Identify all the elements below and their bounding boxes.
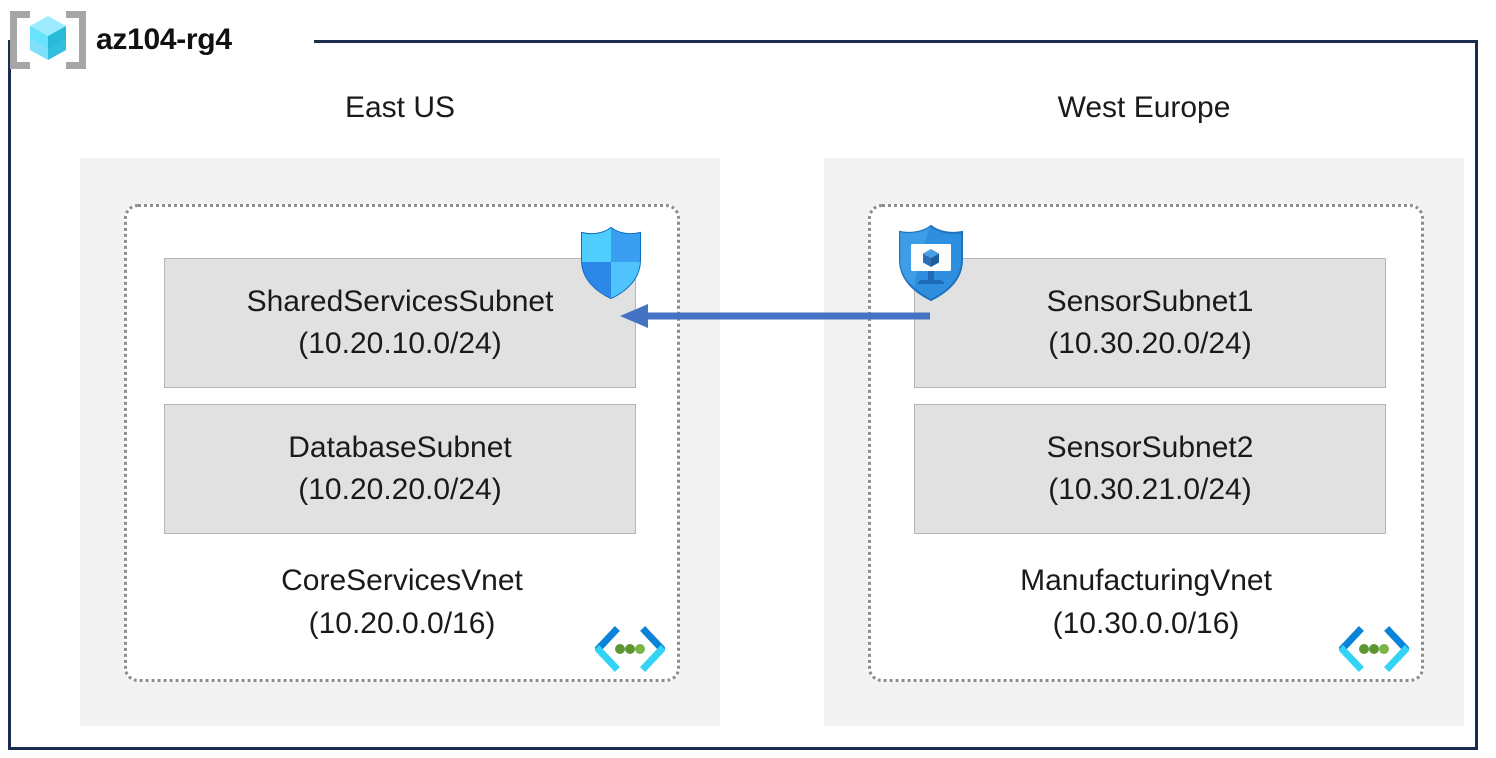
vnet-name: ManufacturingVnet — [1020, 564, 1272, 597]
region-label-east-us: East US — [80, 86, 720, 130]
resource-group-header: az104-rg4 — [10, 8, 232, 72]
resource-group-frame — [8, 40, 1478, 750]
region-title: West Europe — [1057, 91, 1231, 124]
subnet-sensor-2[interactable]: SensorSubnet2 (10.30.21.0/24) — [914, 404, 1386, 534]
subnet-name: DatabaseSubnet — [288, 431, 512, 464]
subnet-name: SensorSubnet1 — [1046, 285, 1254, 318]
subnet-database[interactable]: DatabaseSubnet (10.20.20.0/24) — [164, 404, 636, 534]
shield-icon — [578, 226, 644, 300]
subnet-sensor-1[interactable]: SensorSubnet1 (10.30.20.0/24) — [914, 258, 1386, 388]
subnet-cidr: (10.20.20.0/24) — [298, 473, 502, 506]
virtual-network-icon — [594, 625, 666, 675]
bracket-right-decoration — [66, 11, 86, 69]
vnet-cidr: (10.30.0.0/16) — [1052, 607, 1240, 640]
region-label-west-europe: West Europe — [824, 86, 1464, 130]
vnet-label: ManufacturingVnet (10.30.0.0/16) — [871, 559, 1421, 645]
vnet-label: CoreServicesVnet (10.20.0.0/16) — [127, 559, 677, 645]
vnet-peering-arrow — [620, 300, 930, 332]
resource-group-header-mask — [14, 32, 314, 48]
subnet-cidr: (10.20.10.0/24) — [298, 327, 502, 360]
bastion-shield-monitor-icon — [896, 224, 966, 302]
vnet-cidr: (10.20.0.0/16) — [308, 607, 496, 640]
region-title: East US — [344, 91, 456, 124]
subnet-cidr: (10.30.20.0/24) — [1048, 327, 1252, 360]
virtual-network-icon — [1338, 625, 1410, 675]
subnet-shared-services[interactable]: SharedServicesSubnet (10.20.10.0/24) — [164, 258, 636, 388]
resource-group-name: az104-rg4 — [96, 23, 232, 56]
bracket-left-decoration — [10, 11, 30, 69]
subnet-name: SensorSubnet2 — [1046, 431, 1254, 464]
subnet-name: SharedServicesSubnet — [246, 285, 554, 318]
subnet-cidr: (10.30.21.0/24) — [1048, 473, 1252, 506]
resource-group-cube-icon — [10, 9, 86, 71]
vnet-name: CoreServicesVnet — [281, 564, 523, 597]
